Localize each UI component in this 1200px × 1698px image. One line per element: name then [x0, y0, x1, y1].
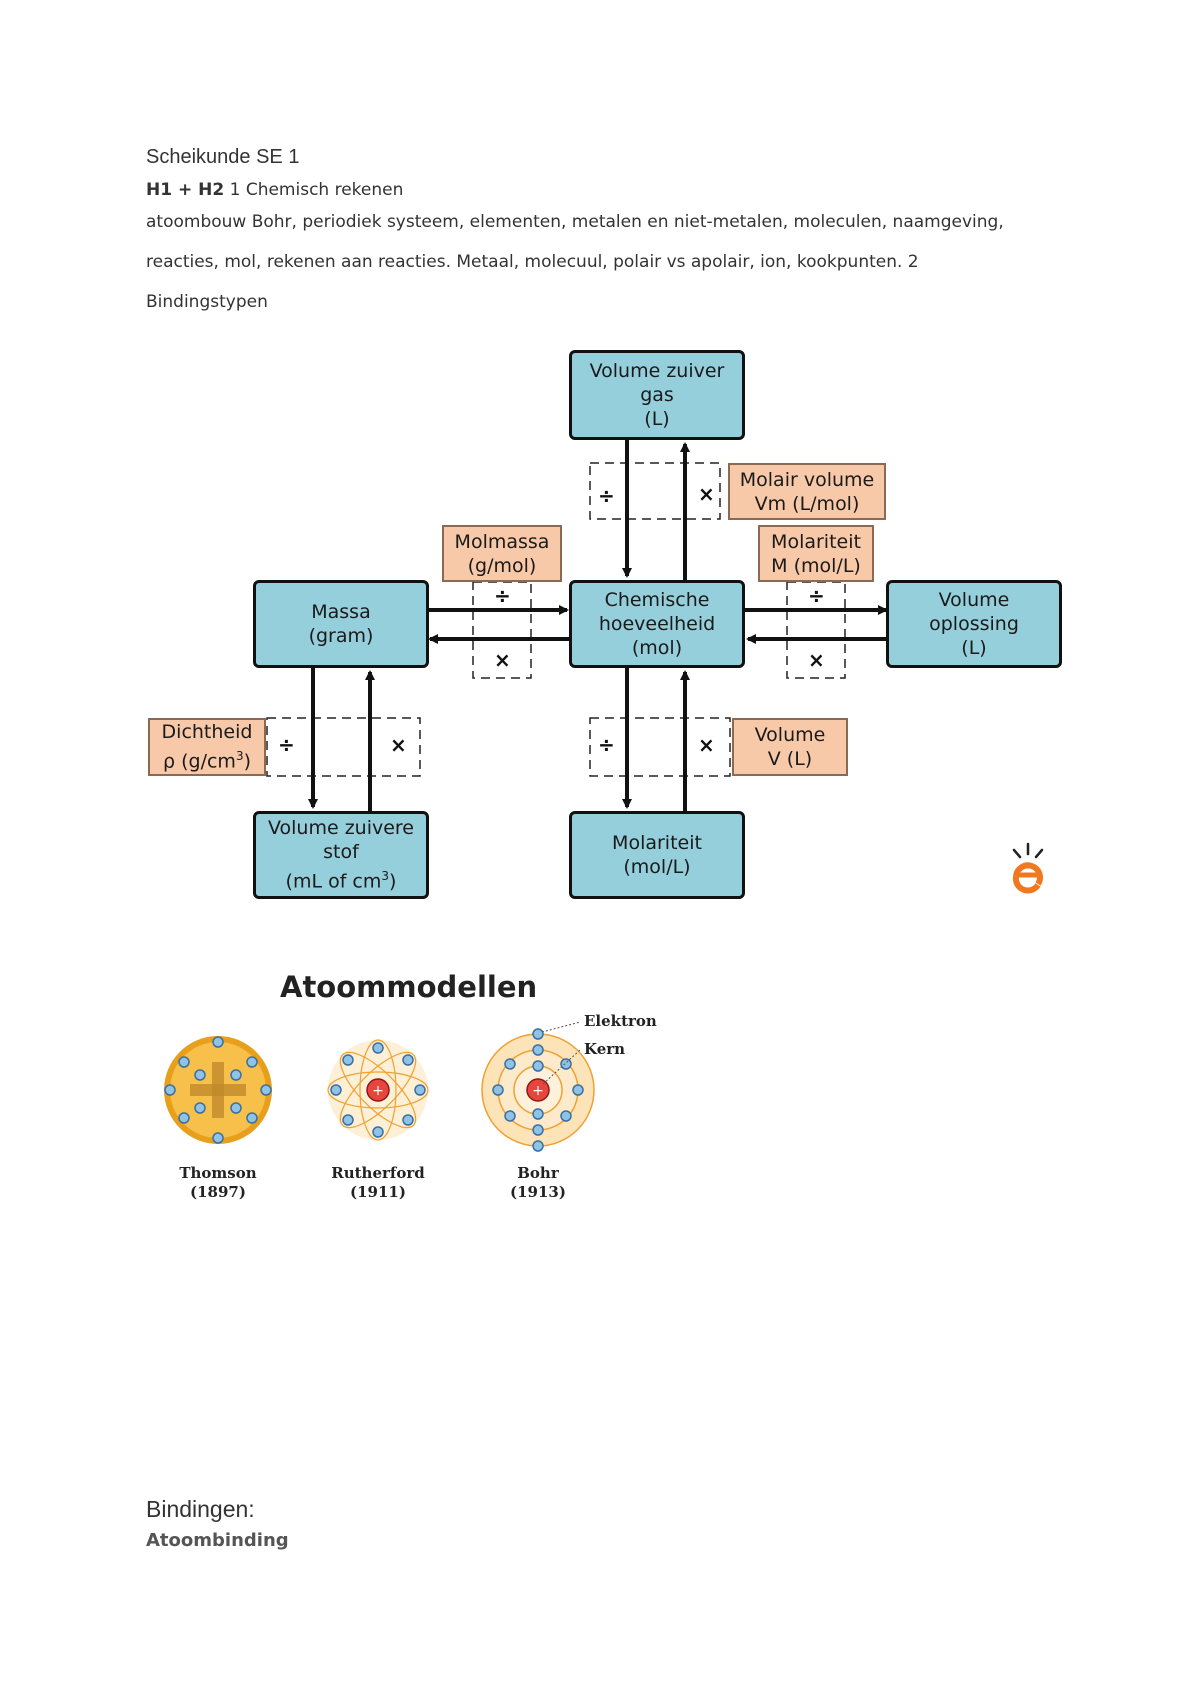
atom-models-figure: + + — [164, 1021, 595, 1152]
factor-dichtheid-unit: ρ (g/cm — [163, 750, 236, 773]
box-zuiver-sup: 3 — [381, 869, 390, 884]
op-multiply-gas: × — [698, 482, 715, 506]
box-zuiver-l2: stof — [323, 841, 359, 864]
topics-line-2: reacties, mol, rekenen aan reacties. Met… — [146, 252, 919, 272]
box-massa-l1: Massa — [311, 601, 371, 623]
op-multiply-molariteit: × — [698, 733, 715, 757]
rutherford-model-icon: + — [327, 1039, 429, 1141]
factor-molariteit: Molariteit M (mol/L) — [758, 525, 874, 582]
caption-rutherford: Rutherford (1911) — [318, 1164, 438, 1202]
box-volume-gas-l1: Volume zuiver — [589, 360, 725, 382]
factor-molariteit-l1: Molariteit — [771, 530, 861, 553]
topics-line-3: Bindingstypen — [146, 292, 268, 312]
chapter-bold: H1 + H2 — [146, 180, 225, 200]
document-title: Scheikunde SE 1 — [146, 146, 300, 168]
bindingen-subheading: Atoombinding — [146, 1530, 289, 1551]
op-divide-dichtheid: ÷ — [278, 733, 295, 757]
box-oplossing-l3: (L) — [961, 637, 987, 659]
chapter-rest: 1 Chemisch rekenen — [224, 180, 404, 200]
box-mol-l2: hoeveelheid — [598, 613, 716, 635]
factor-molair-volume-l2: Vm (L/mol) — [754, 492, 860, 515]
atom-models-title: Atoommodellen — [280, 970, 538, 1004]
factor-dichtheid-l1: Dichtheid — [161, 721, 253, 744]
label-elektron: Elektron — [584, 1012, 657, 1030]
box-molariteit: Molariteit (mol/L) — [569, 811, 745, 899]
box-chemische-hoeveelheid: Chemische hoeveelheid (mol) — [569, 580, 745, 668]
factor-dichtheid-close: ) — [243, 750, 251, 773]
box-volume-gas-l3: (L) — [644, 408, 670, 430]
factor-molariteit-l2: M (mol/L) — [771, 554, 861, 577]
svg-text:+: + — [532, 1083, 544, 1099]
box-molariteit-l2: (mol/L) — [623, 856, 691, 878]
factor-dichtheid: Dichtheid ρ (g/cm3) — [148, 718, 266, 776]
factor-molmassa: Molmassa (g/mol) — [442, 525, 562, 582]
box-mol-l1: Chemische — [604, 589, 710, 611]
box-volume-gas: Volume zuiver gas (L) — [569, 350, 745, 440]
box-zuiver-l1: Volume zuivere — [267, 817, 415, 840]
factor-molmassa-l2: (g/mol) — [467, 554, 537, 577]
caption-bohr-year: (1913) — [510, 1183, 566, 1201]
caption-thomson: Thomson (1897) — [158, 1164, 278, 1202]
factor-volume-l1: Volume — [754, 724, 826, 746]
box-volume-gas-l2: gas — [640, 384, 674, 406]
bindingen-heading: Bindingen: — [146, 1496, 255, 1522]
box-zuiver-unit: (mL of cm — [285, 870, 382, 893]
factor-molmassa-l1: Molmassa — [454, 530, 550, 553]
factor-volume: Volume V (L) — [732, 718, 848, 776]
svg-text:+: + — [372, 1083, 384, 1099]
box-volume-zuivere-stof: Volume zuivere stof (mL of cm3) — [253, 811, 429, 899]
box-massa: Massa (gram) — [253, 580, 429, 668]
op-multiply-dichtheid: × — [390, 733, 407, 757]
box-volume-oplossing: Volume oplossing (L) — [886, 580, 1062, 668]
bohr-model-icon: + — [481, 1021, 595, 1152]
chapter-line: H1 + H2 1 Chemisch rekenen — [146, 180, 403, 200]
topics-line-1: atoombouw Bohr, periodiek systeem, eleme… — [146, 212, 1004, 232]
caption-rutherford-year: (1911) — [350, 1183, 406, 1201]
op-multiply-oplossing: × — [808, 648, 825, 672]
box-massa-l2: (gram) — [308, 625, 374, 647]
op-divide-oplossing: ÷ — [808, 584, 825, 608]
caption-thomson-name: Thomson — [179, 1164, 257, 1182]
box-zuiver-close: ) — [389, 870, 397, 893]
box-oplossing-l1: Volume — [938, 589, 1010, 611]
caption-bohr: Bohr (1913) — [478, 1164, 598, 1202]
label-kern: Kern — [584, 1040, 626, 1058]
factor-dichtheid-sup: 3 — [235, 749, 244, 764]
factor-dichtheid-l2: ρ (g/cm3) — [163, 744, 251, 773]
op-multiply-massa: × — [494, 648, 511, 672]
factor-volume-l2: V (L) — [767, 748, 813, 770]
factor-molair-volume: Molair volume Vm (L/mol) — [728, 463, 886, 520]
box-oplossing-l2: oplossing — [929, 613, 1019, 635]
publisher-logo-icon — [1012, 842, 1044, 894]
factor-molair-volume-l1: Molair volume — [739, 468, 875, 491]
box-molariteit-l1: Molariteit — [612, 832, 702, 854]
op-divide-massa: ÷ — [494, 584, 511, 608]
caption-bohr-name: Bohr — [517, 1164, 559, 1182]
caption-rutherford-name: Rutherford — [331, 1164, 425, 1182]
box-mol-l3: (mol) — [631, 637, 683, 659]
caption-thomson-year: (1897) — [190, 1183, 246, 1201]
op-divide-gas: ÷ — [598, 484, 615, 508]
box-zuiver-l3: (mL of cm3) — [286, 864, 397, 893]
thomson-model-icon — [164, 1036, 272, 1144]
op-divide-molariteit: ÷ — [598, 733, 615, 757]
